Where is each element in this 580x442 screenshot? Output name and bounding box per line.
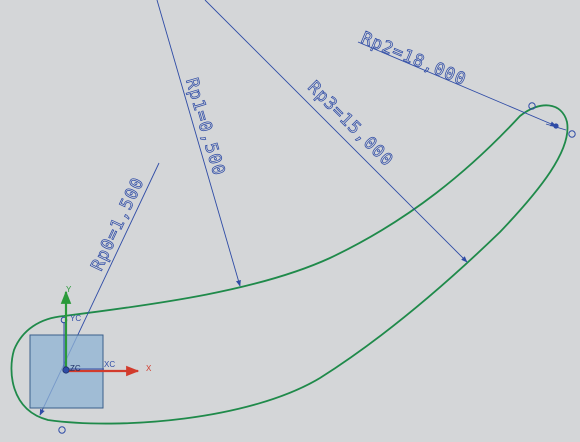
rp0-dimension-label[interactable]: Rp0=1,500: [87, 174, 149, 275]
rp1-dimension-label[interactable]: Rp2=18,000: [358, 28, 470, 91]
rp2-dimension-label[interactable]: Rp1=0,500: [181, 75, 229, 179]
control-point-rp1-a[interactable]: [528, 102, 536, 110]
xc-axis-label: XC: [104, 360, 115, 369]
csys-origin-icon[interactable]: [62, 366, 70, 374]
x-axis-label: X: [146, 364, 152, 373]
rp3-leader-line[interactable]: [204, 0, 468, 263]
control-point-rp1-c[interactable]: [553, 123, 559, 129]
rp2-leader-line[interactable]: [156, 0, 241, 287]
sketch-profile-curve[interactable]: [10, 104, 569, 425]
zc-axis-label: ZC: [70, 364, 81, 373]
rp3-dimension-label[interactable]: Rp3=15,000: [303, 77, 397, 171]
control-point-rp1-b[interactable]: [568, 130, 576, 138]
control-point-rp0[interactable]: [58, 426, 66, 434]
yc-axis-label: YC: [70, 314, 81, 323]
y-axis-label: Y: [66, 285, 72, 294]
rp1-leader-line[interactable]: [357, 41, 557, 127]
